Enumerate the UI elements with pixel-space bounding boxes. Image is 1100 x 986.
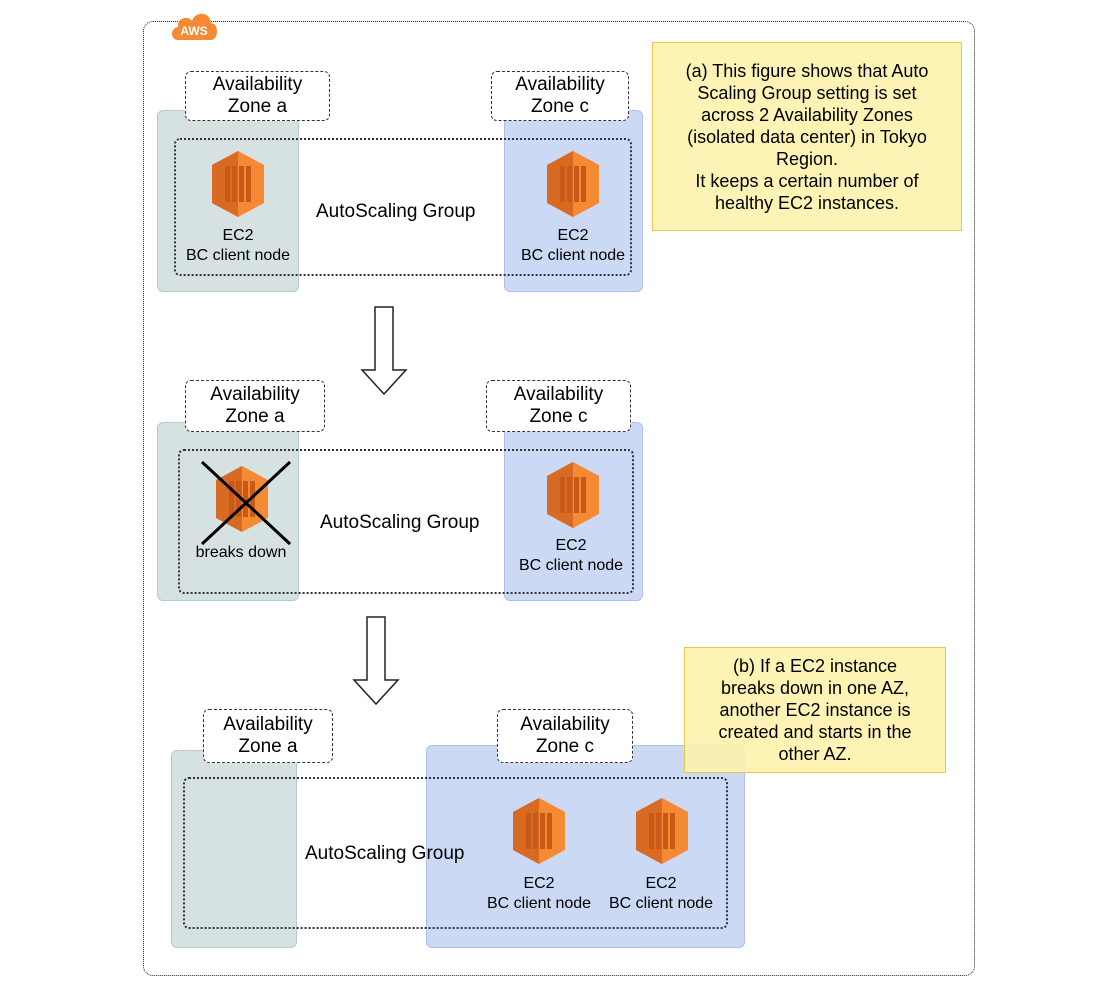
autoscaling-group-box [183, 777, 728, 929]
ec2-instance-icon [547, 151, 599, 217]
ec2-instance-icon [547, 462, 599, 528]
zone-c-label: Availability Zone c [486, 380, 631, 432]
down-arrow-icon [360, 306, 408, 396]
aws-cloud-boundary [143, 21, 975, 976]
ec2-instance-icon [636, 798, 688, 864]
zone-a-area [171, 750, 297, 948]
zone-a-area [157, 110, 299, 292]
breaks-down-label: breaks down [195, 544, 287, 561]
zone-a-label: Availability Zone a [185, 380, 325, 432]
autoscaling-group-box [174, 138, 632, 276]
aws-cloud-icon: AWS [168, 6, 220, 44]
zone-a-label: Availability Zone a [185, 71, 330, 121]
note-b: (b) If a EC2 instance breaks down in one… [684, 647, 946, 773]
zone-c-label: Availability Zone c [491, 71, 629, 121]
autoscaling-group-label: AutoScaling Group [305, 843, 465, 864]
down-arrow-icon [352, 616, 400, 706]
autoscaling-group-box [178, 449, 634, 594]
zone-c-label: Availability Zone c [497, 709, 633, 763]
autoscaling-group-label: AutoScaling Group [320, 512, 480, 533]
failure-cross-icon [196, 458, 296, 548]
aws-badge-label: AWS [180, 24, 207, 38]
ec2-instance-icon [212, 151, 264, 217]
autoscaling-group-label: AutoScaling Group [316, 201, 476, 222]
note-a: (a) This figure shows that Auto Scaling … [652, 42, 962, 231]
ec2-instance-icon [513, 798, 565, 864]
zone-a-label: Availability Zone a [203, 709, 333, 763]
